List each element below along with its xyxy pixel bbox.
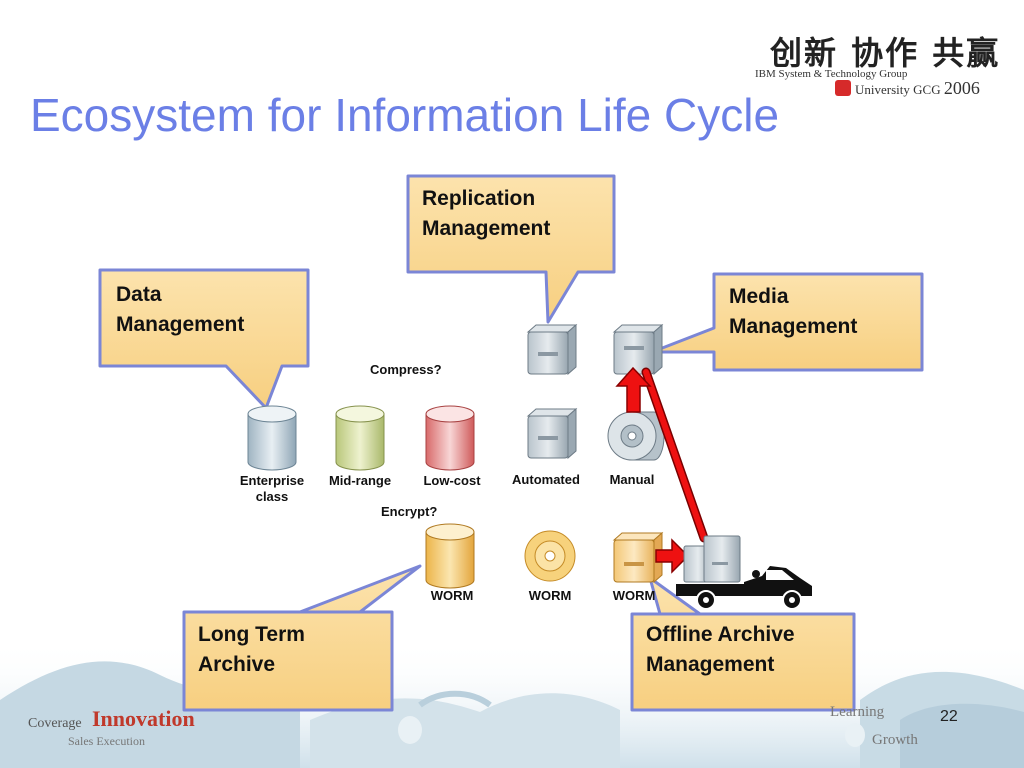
- enterprise-cylinder-icon: [247, 405, 297, 471]
- slide-title: Ecosystem for Information Life Cycle: [30, 89, 780, 141]
- compress-note: Compress?: [370, 362, 442, 377]
- callout-replication: [406, 174, 616, 324]
- university-line: University GCG 2006: [855, 78, 980, 99]
- worm-optical-disc-icon: [524, 530, 576, 582]
- worm-optical-label: WORM: [528, 588, 572, 603]
- worm-disk-cylinder-icon: [425, 523, 475, 589]
- footer-sales-execution: Sales Execution: [68, 734, 145, 748]
- callout-media: [650, 272, 924, 372]
- university-text: University GCG: [855, 82, 941, 97]
- group-line: IBM System & Technology Group: [755, 68, 908, 80]
- midrange-label: Mid-range: [328, 473, 392, 488]
- media-server-icon: [612, 323, 664, 376]
- worm-disk-label: WORM: [430, 588, 474, 603]
- footer-learning: Learning: [830, 704, 885, 720]
- lowcost-label: Low-cost: [423, 473, 481, 488]
- logo-year: 2006: [943, 78, 980, 98]
- chinese-motto: 创新 协作 共赢: [770, 34, 1001, 72]
- callout-long-term: [182, 564, 422, 712]
- arrow-right-to-truck-icon: [655, 538, 690, 574]
- footer-coverage: Coverage: [28, 716, 82, 731]
- media-management-label: Media Management: [729, 285, 858, 338]
- callout-data: [98, 268, 310, 410]
- footer-growth: Growth: [872, 732, 918, 748]
- lowcost-cylinder-icon: [425, 405, 475, 471]
- ibm-seal-icon: [835, 80, 851, 96]
- automated-label: Automated: [512, 472, 580, 487]
- encrypt-note: Encrypt?: [381, 504, 438, 519]
- replication-management-label: Replication Management: [422, 187, 551, 240]
- data-management-label: Data Management: [116, 283, 245, 336]
- midrange-cylinder-icon: [335, 405, 385, 471]
- arrow-up-to-media-icon: [615, 366, 652, 413]
- worm-tape-label: WORM: [612, 588, 656, 603]
- replication-server-icon: [526, 323, 578, 376]
- offline-truck-icon: [676, 535, 812, 610]
- long-term-archive-label: Long Term Archive: [198, 623, 305, 676]
- callout-offline: [630, 576, 856, 712]
- footer-innovation: Innovation: [92, 706, 195, 731]
- worm-tape-server-icon: [612, 531, 664, 584]
- page-number: 22: [940, 708, 958, 725]
- manual-tape-reel-icon: [607, 411, 665, 461]
- manual-label: Manual: [609, 472, 655, 487]
- automated-library-icon: [526, 407, 578, 460]
- enterprise-class-label: Enterprise class: [239, 473, 305, 504]
- offline-archive-management-label: Offline Archive Management: [646, 623, 795, 676]
- arrow-line-to-truck: [641, 367, 709, 543]
